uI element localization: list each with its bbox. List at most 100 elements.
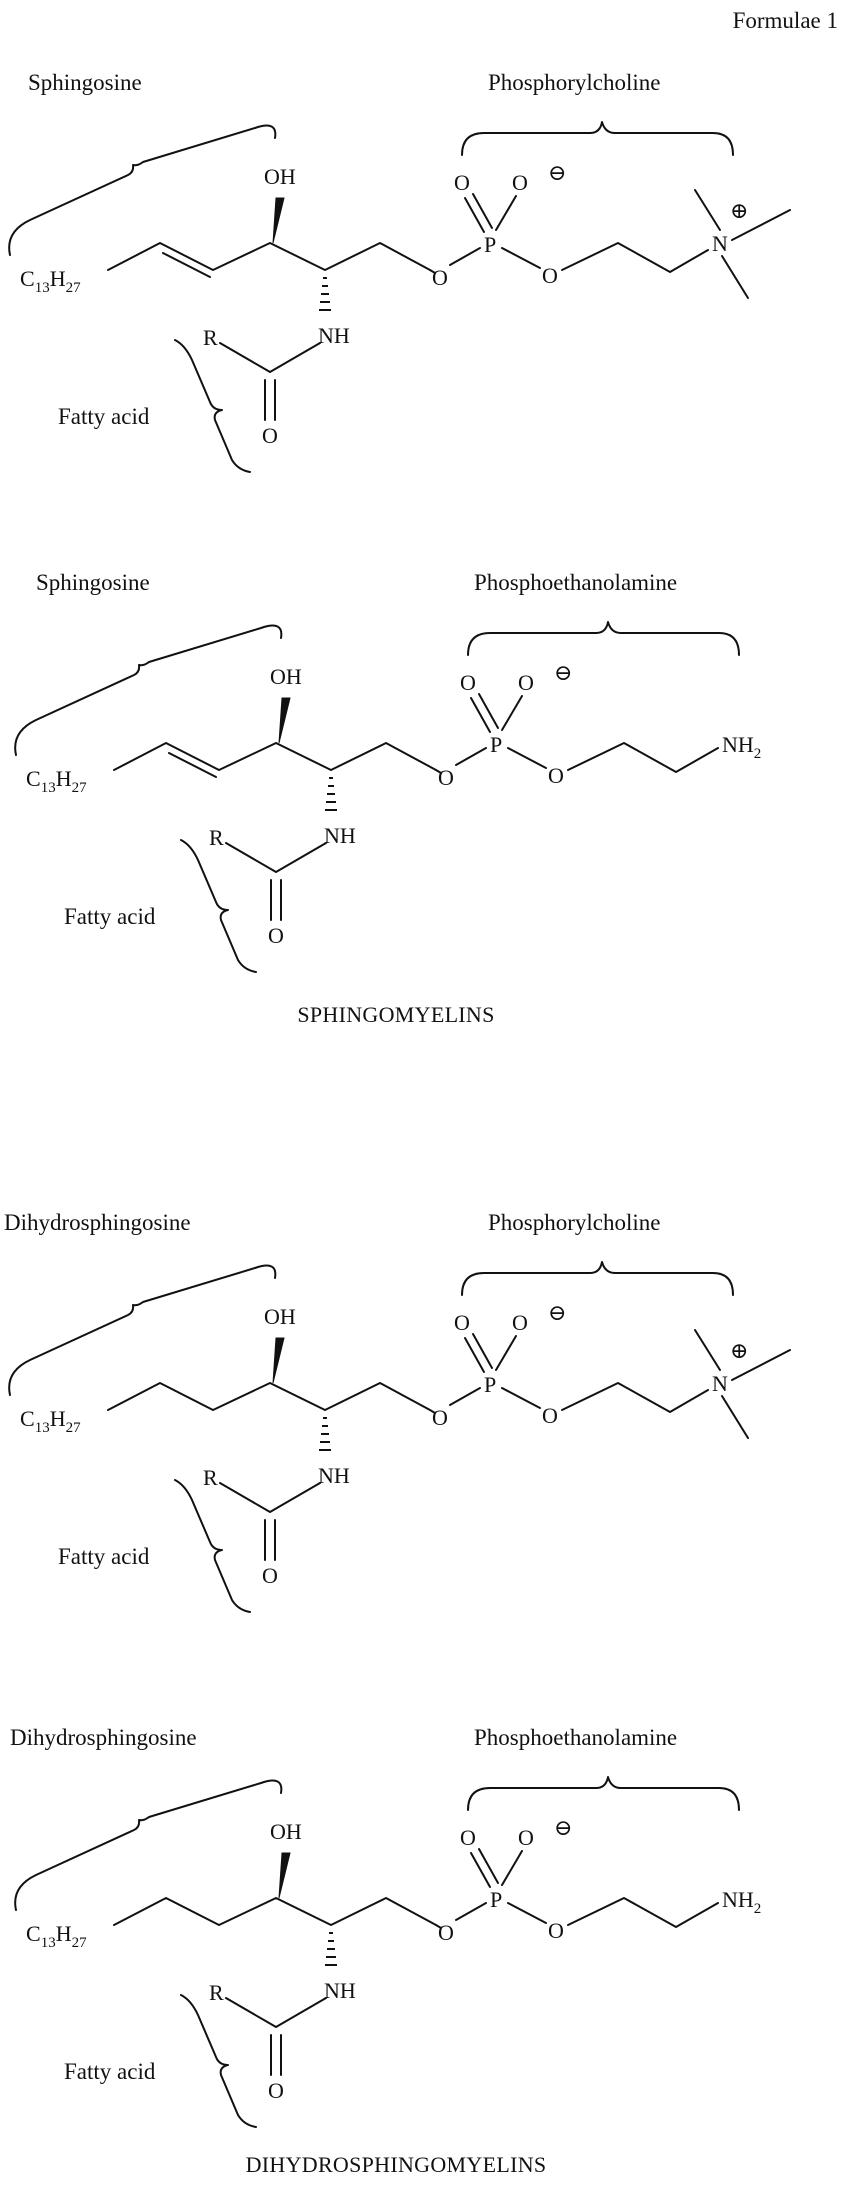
structure-sphingosine-phosphoethanolamine: Sphingosine Phosphoethanolamine C13H27 O… <box>15 570 761 972</box>
structure-dihydrosphingosine-phosphorylcholine: Dihydrosphingosine Phosphorylcholine C13… <box>4 1210 790 1612</box>
backbone-brace <box>9 126 275 255</box>
structure-dihydrosphingosine-phosphoethanolamine: Dihydrosphingosine Phosphoethanolamine C… <box>10 1725 761 2127</box>
amide-bonds <box>220 1483 320 1512</box>
phosphorus-label: P <box>490 1887 502 1912</box>
po-double-bond-b <box>473 1334 492 1368</box>
chain-bonds <box>114 743 436 770</box>
fatty-acid-brace <box>181 840 256 972</box>
headgroup-brace <box>462 1262 733 1295</box>
phos-o1-label: O <box>454 170 470 195</box>
o-p-bond <box>450 248 480 265</box>
nh-hash-bond <box>319 1418 331 1450</box>
acyl-r-label: R <box>209 825 224 850</box>
amide-bonds <box>226 1998 326 2027</box>
amide-nh-label: NH <box>324 823 356 848</box>
chain-bonds <box>108 243 430 270</box>
amide-nh-label: NH <box>324 1978 356 2003</box>
hydroxyl-label: OH <box>264 164 296 189</box>
methyl-3 <box>722 1396 748 1438</box>
headgroup-label: Phosphorylcholine <box>488 1210 661 1235</box>
end-group-label: N <box>712 231 728 256</box>
hydroxyl-label: OH <box>270 664 302 689</box>
phosphorus-label: P <box>484 232 496 257</box>
ethylene-bonds <box>562 243 708 272</box>
methyl-3 <box>722 256 748 298</box>
p-o-minus-bond <box>502 1851 522 1885</box>
end-group-label: NH2 <box>722 732 761 762</box>
phos-o2-label: O <box>512 1310 528 1335</box>
methyl-1 <box>695 190 720 230</box>
fatty-acid-label: Fatty acid <box>58 404 150 429</box>
fatty-acid-label: Fatty acid <box>64 904 156 929</box>
alkyl-chain-label: C13H27 <box>20 1406 81 1436</box>
phos-o3-label: O <box>542 1403 558 1428</box>
hydroxyl-label: OH <box>264 1304 296 1329</box>
headgroup-label: Phosphoethanolamine <box>474 1725 677 1750</box>
nh-hash-bond <box>319 278 331 310</box>
oh-wedge-bond <box>279 1853 290 1898</box>
p-o-bond <box>508 1903 546 1923</box>
p-o-minus-bond <box>496 1336 516 1370</box>
carbonyl-o-label: O <box>268 923 284 948</box>
backbone-label: Sphingosine <box>36 570 150 595</box>
ethylene-bonds <box>568 743 718 772</box>
alkyl-chain-label: C13H27 <box>20 266 81 296</box>
ester-o-label: O <box>438 1920 454 1945</box>
structure-sphingosine-phosphorylcholine: Sphingosine Phosphorylcholine C13H27 OH … <box>9 70 790 472</box>
headgroup-label: Phosphorylcholine <box>488 70 661 95</box>
ammonium-charge-plus: ⊕ <box>730 1338 748 1363</box>
backbone-label: Dihydrosphingosine <box>10 1725 197 1750</box>
headgroup-brace <box>468 622 739 655</box>
acyl-r-label: R <box>203 1465 218 1490</box>
carbonyl-o-label: O <box>262 423 278 448</box>
phos-o2-label: O <box>518 670 534 695</box>
ethylene-bonds <box>562 1383 708 1412</box>
oh-wedge-bond <box>279 698 290 743</box>
amide-nh-label: NH <box>318 323 350 348</box>
carbonyl-o-label: O <box>268 2078 284 2103</box>
amide-bonds <box>220 343 320 372</box>
p-o-minus-bond <box>496 196 516 230</box>
phosphorus-label: P <box>484 1372 496 1397</box>
phos-o1-label: O <box>460 670 476 695</box>
fatty-acid-label: Fatty acid <box>64 2059 156 2084</box>
phosphate-charge-minus: ⊖ <box>548 160 566 185</box>
phos-o3-label: O <box>542 263 558 288</box>
ester-o-label: O <box>432 265 448 290</box>
oh-wedge-bond <box>273 1338 284 1383</box>
phos-o3-label: O <box>548 1918 564 1943</box>
po-double-bond-b <box>479 694 498 728</box>
alkyl-chain-label: C13H27 <box>26 1921 87 1951</box>
backbone-brace <box>15 1781 281 1910</box>
caption-sphingomyelins: SPHINGOMYELINS <box>297 1002 494 1027</box>
phos-o2-label: O <box>518 1825 534 1850</box>
backbone-brace <box>9 1266 275 1395</box>
backbone-label: Dihydrosphingosine <box>4 1210 191 1235</box>
amide-bonds <box>226 843 326 872</box>
backbone-brace <box>15 626 281 755</box>
nh-hash-bond <box>325 778 337 810</box>
fatty-acid-brace <box>181 1995 256 2127</box>
phosphate-charge-minus: ⊖ <box>548 1300 566 1325</box>
chain-bonds <box>108 1383 430 1410</box>
fatty-acid-brace <box>175 1480 250 1612</box>
page-label: Formulae 1 <box>733 8 838 33</box>
headgroup-brace <box>468 1777 739 1810</box>
headgroup-label: Phosphoethanolamine <box>474 570 677 595</box>
acyl-r-label: R <box>203 325 218 350</box>
phosphate-charge-minus: ⊖ <box>554 1815 572 1840</box>
headgroup-brace <box>462 122 733 155</box>
methyl-1 <box>695 1330 720 1370</box>
p-o-bond <box>508 748 546 768</box>
ammonium-charge-plus: ⊕ <box>730 198 748 223</box>
fatty-acid-brace <box>175 340 250 472</box>
alkyl-chain-label: C13H27 <box>26 766 87 796</box>
p-o-bond <box>502 248 540 268</box>
nh-hash-bond <box>325 1933 337 1965</box>
phos-o2-label: O <box>512 170 528 195</box>
p-o-minus-bond <box>502 696 522 730</box>
acyl-r-label: R <box>209 1980 224 2005</box>
phos-o3-label: O <box>548 763 564 788</box>
ester-o-label: O <box>438 765 454 790</box>
